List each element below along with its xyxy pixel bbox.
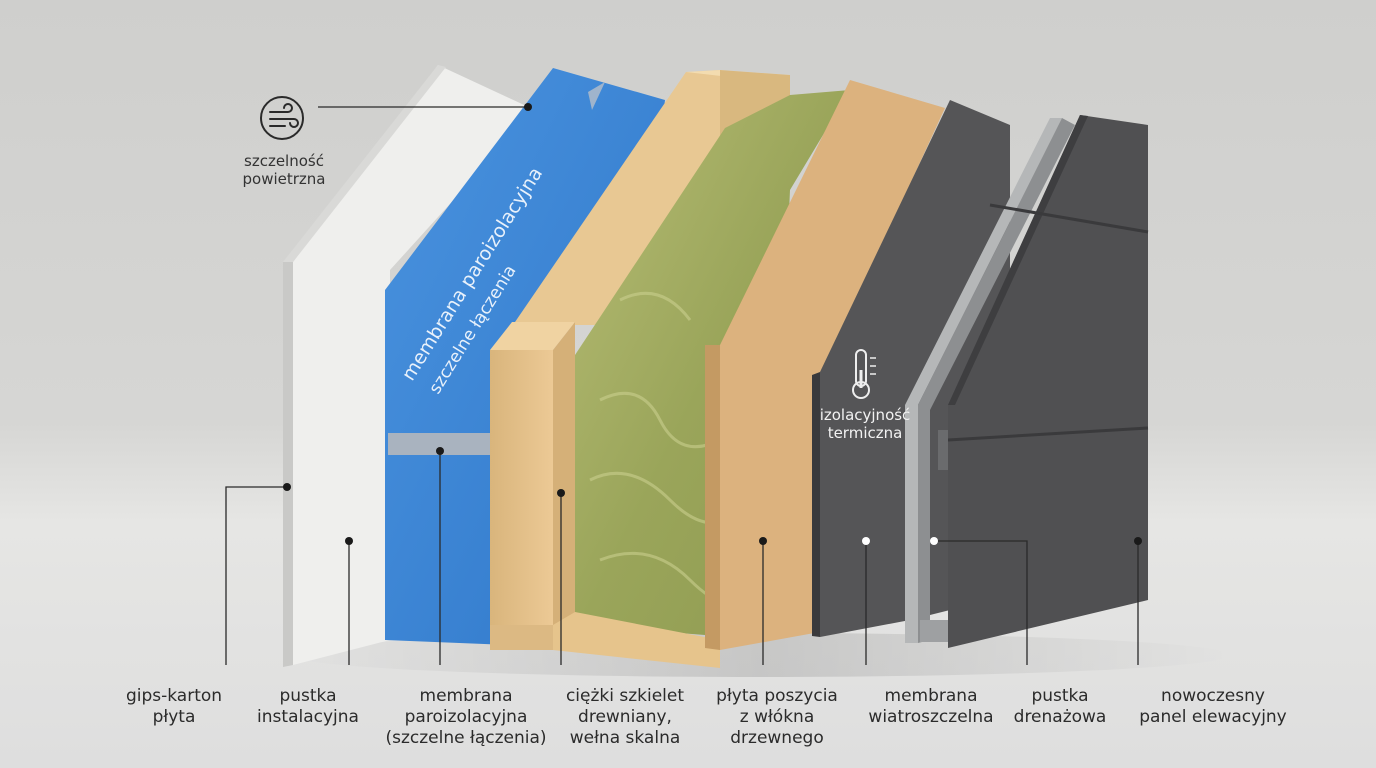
membrane-tape bbox=[388, 433, 498, 455]
air-tightness-callout: szczelność powietrzna bbox=[242, 152, 326, 188]
layer-label-wood-fibre: płyta poszycia z włókna drzewnego bbox=[716, 686, 838, 748]
layer-label-service-cavity: pustka instalacyjna bbox=[257, 686, 359, 727]
wind-icon bbox=[260, 96, 304, 140]
gypsum-board-layer bbox=[283, 65, 535, 667]
layer-label-facade-panel: nowoczesny panel elewacyjny bbox=[1139, 686, 1287, 727]
leader-lines bbox=[225, 106, 1139, 665]
layer-label-drainage-cavity: pustka drenażowa bbox=[1013, 686, 1107, 727]
thermometer-icon bbox=[852, 349, 876, 399]
drainage-gap-layer bbox=[905, 118, 1075, 643]
bottom-plate bbox=[553, 612, 720, 668]
layer-label-timber-frame: ciężki szkielet drewniany, wełna skalna bbox=[565, 686, 685, 748]
layer-label-gypsum: gips-karton płyta bbox=[125, 686, 223, 727]
layer-label-vapour-membrane: membrana paroizolacyjna (szczelne łączen… bbox=[385, 686, 547, 748]
leader-dots bbox=[283, 103, 1142, 545]
layer-label-wind-membrane: membrana wiatroszczelna bbox=[868, 686, 994, 727]
thermal-insulation-callout: izolacyjność termiczna bbox=[819, 406, 911, 442]
timber-post bbox=[490, 350, 553, 625]
facade-panel-layer bbox=[938, 115, 1149, 648]
wood-fibre-board-layer bbox=[705, 80, 945, 650]
